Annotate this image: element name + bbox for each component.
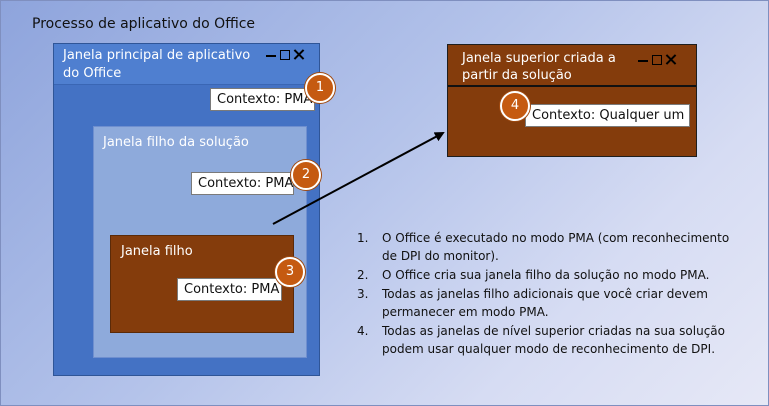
notes-list: 1.O Office é executado no modo PMA (com …	[345, 229, 745, 359]
top-window-titlebar: Janela superior criada a partir da soluç…	[448, 45, 696, 87]
main-window-title: Janela principal de aplicativo do Office	[63, 48, 251, 81]
child-window-context: Contexto: PMA	[177, 278, 282, 301]
top-window-controls	[638, 53, 676, 67]
step-badge-2: 2	[291, 160, 321, 190]
maximize-icon	[652, 53, 662, 67]
step-badge-3: 3	[275, 257, 305, 287]
main-window-context: Contexto: PMA	[210, 88, 315, 111]
list-item: 3.Todas as janelas filho adicionais que …	[357, 287, 708, 319]
list-item: 1.O Office é executado no modo PMA (com …	[357, 231, 730, 263]
main-window-controls	[266, 48, 304, 62]
solution-child-window-title: Janela filho da solução	[103, 135, 249, 150]
top-window-context: Contexto: Qualquer um	[525, 104, 690, 127]
main-window-titlebar: Janela principal de aplicativo do Office	[54, 44, 319, 85]
child-window-title: Janela filho	[121, 244, 193, 259]
process-title: Processo de aplicativo do Office	[32, 16, 256, 32]
step-badge-1: 1	[305, 73, 335, 103]
solution-child-context: Contexto: PMA	[191, 172, 294, 195]
list-item: 4.Todas as janelas de nível superior cri…	[357, 324, 726, 356]
list-item: 2.O Office cria sua janela filho da solu…	[357, 268, 710, 282]
top-level-window: Janela superior criada a partir da soluç…	[447, 44, 697, 157]
step-badge-4: 4	[500, 91, 530, 121]
maximize-icon	[280, 48, 290, 62]
minimize-icon	[638, 53, 648, 67]
minimize-icon	[266, 48, 276, 62]
top-window-title: Janela superior criada a partir da soluç…	[462, 51, 616, 83]
